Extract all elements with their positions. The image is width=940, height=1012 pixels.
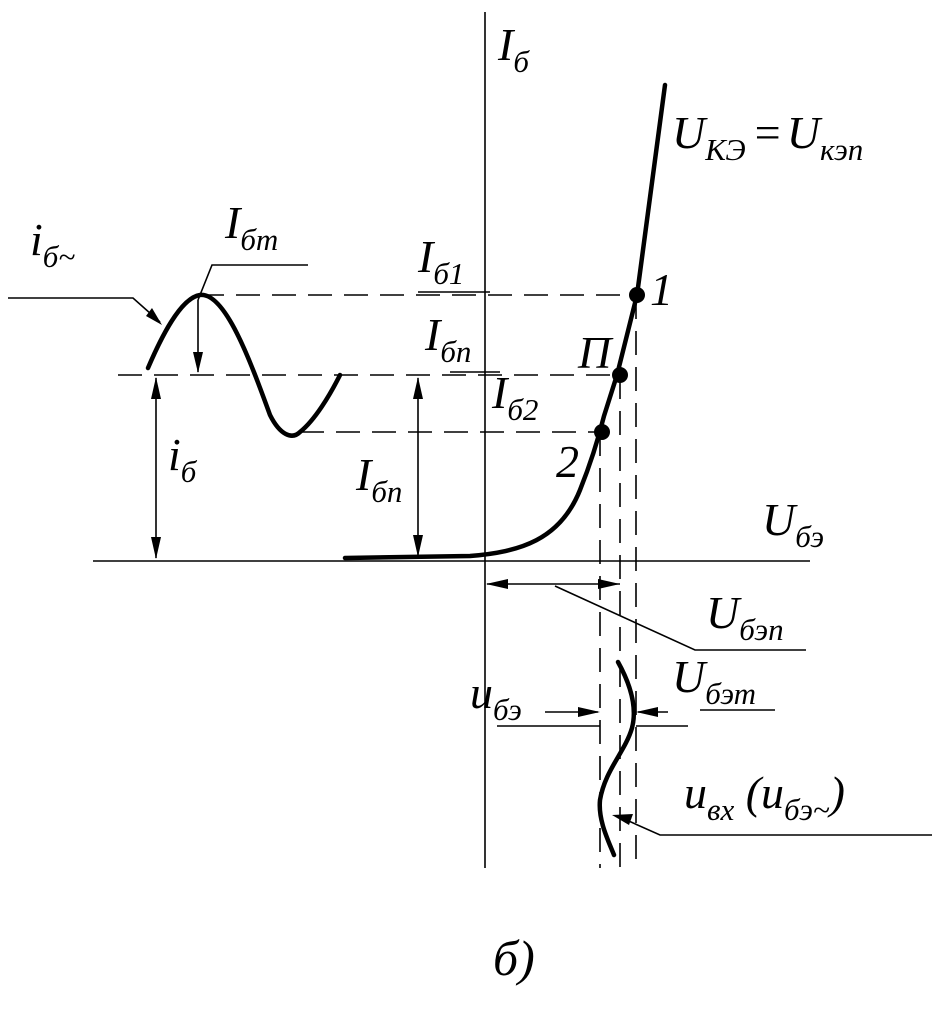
ibp-top-label: Iбп — [424, 309, 471, 369]
ibm-leader — [197, 264, 308, 301]
ubep-arrow-left — [486, 579, 508, 589]
ib1-label: Iб1 — [417, 231, 464, 291]
base-current-sinusoid — [145, 292, 343, 438]
point-2-label: 2 — [556, 436, 579, 487]
uin-leader — [621, 817, 932, 836]
ib2-label: Iб2 — [491, 367, 538, 427]
ibp-bottom-label: Iбп — [355, 449, 402, 509]
ube-label: uбэ — [470, 667, 522, 727]
figure-caption: б) — [493, 930, 535, 986]
uin-label: uвх (uбэ~) — [684, 767, 845, 827]
ib-ac-leader — [8, 297, 161, 323]
ibp-arrow-top — [413, 377, 423, 399]
ib-ac-label: iб~ — [30, 214, 75, 274]
ib-total-label: iб — [168, 429, 198, 489]
input-voltage-sinusoid — [597, 659, 637, 858]
uin-arrowhead — [612, 814, 633, 825]
ube-arrow-right — [636, 707, 658, 717]
ubep-label: Uбэп — [706, 587, 784, 647]
ube-arrow-left — [578, 707, 600, 717]
ubem-label: Uбэт — [672, 651, 756, 711]
ubep-leader — [554, 585, 806, 651]
y-axis-label: Iб — [497, 19, 530, 79]
ibp-arrow-bottom — [413, 535, 423, 557]
ibm-label: Iбт — [224, 197, 278, 257]
point-1-label: 1 — [650, 264, 673, 315]
ib-total-arrow-top — [151, 377, 161, 399]
curve-parameter-label: UКЭ=Uкэп — [672, 107, 863, 167]
point-p-label: П — [577, 327, 614, 378]
input-characteristic-curve — [342, 82, 668, 561]
ib-ac-arrowhead — [146, 308, 162, 325]
ibm-arrowhead — [193, 352, 203, 373]
ubep-arrow-right — [598, 579, 620, 589]
ib-total-arrow-bottom — [151, 537, 161, 559]
x-axis-label: Uбэ — [762, 494, 824, 554]
